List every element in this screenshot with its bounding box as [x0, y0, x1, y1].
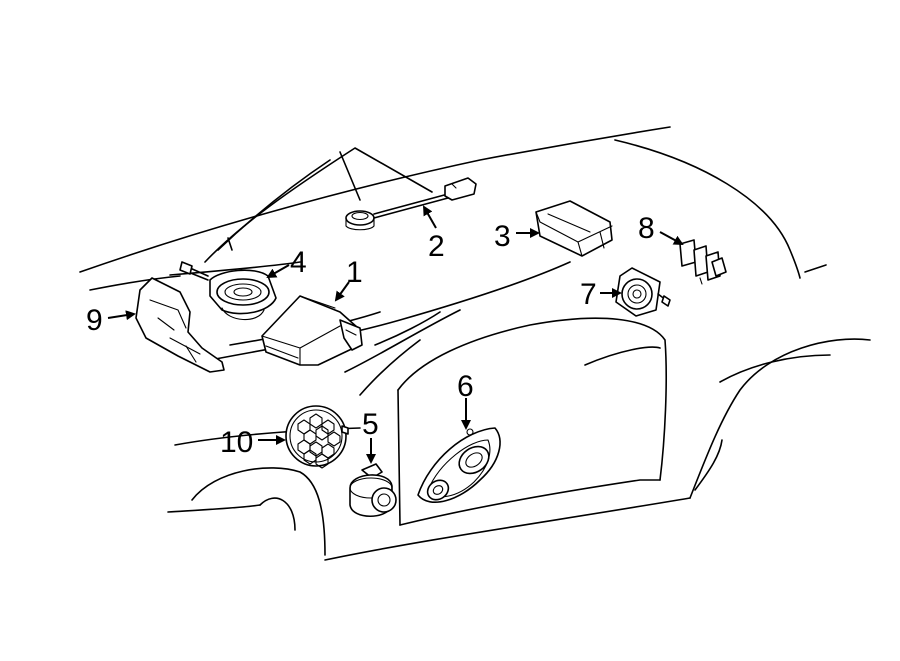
callout-1: 1 [346, 256, 363, 289]
callout-5: 5 [362, 408, 379, 441]
cable-part [345, 177, 477, 231]
callout-6: 6 [457, 370, 474, 403]
trim-cover-part [135, 277, 225, 373]
arrow-2 [423, 205, 437, 229]
grille-part [285, 405, 349, 469]
arrow-9 [107, 310, 136, 321]
bracket-part [679, 239, 727, 285]
module-part [535, 200, 613, 257]
arrow-1 [334, 281, 350, 302]
callout-3: 3 [494, 220, 511, 253]
door-speaker-part [417, 427, 501, 504]
callout-7: 7 [580, 278, 597, 311]
callout-arrows [107, 205, 684, 464]
car-body-outline [79, 126, 871, 561]
dash-speaker-part [179, 261, 277, 321]
amplifier-part [261, 295, 363, 366]
callout-10: 10 [220, 426, 253, 459]
callout-2: 2 [428, 230, 445, 263]
arrow-8 [659, 231, 684, 245]
tweeter-part [349, 463, 397, 517]
arrow-4 [266, 264, 290, 278]
callout-4: 4 [290, 246, 307, 279]
callout-labels: 1 2 3 4 5 6 7 8 9 10 [86, 212, 655, 459]
callout-9: 9 [86, 304, 103, 337]
rear-speaker-part [615, 267, 671, 317]
callout-8: 8 [638, 212, 655, 245]
